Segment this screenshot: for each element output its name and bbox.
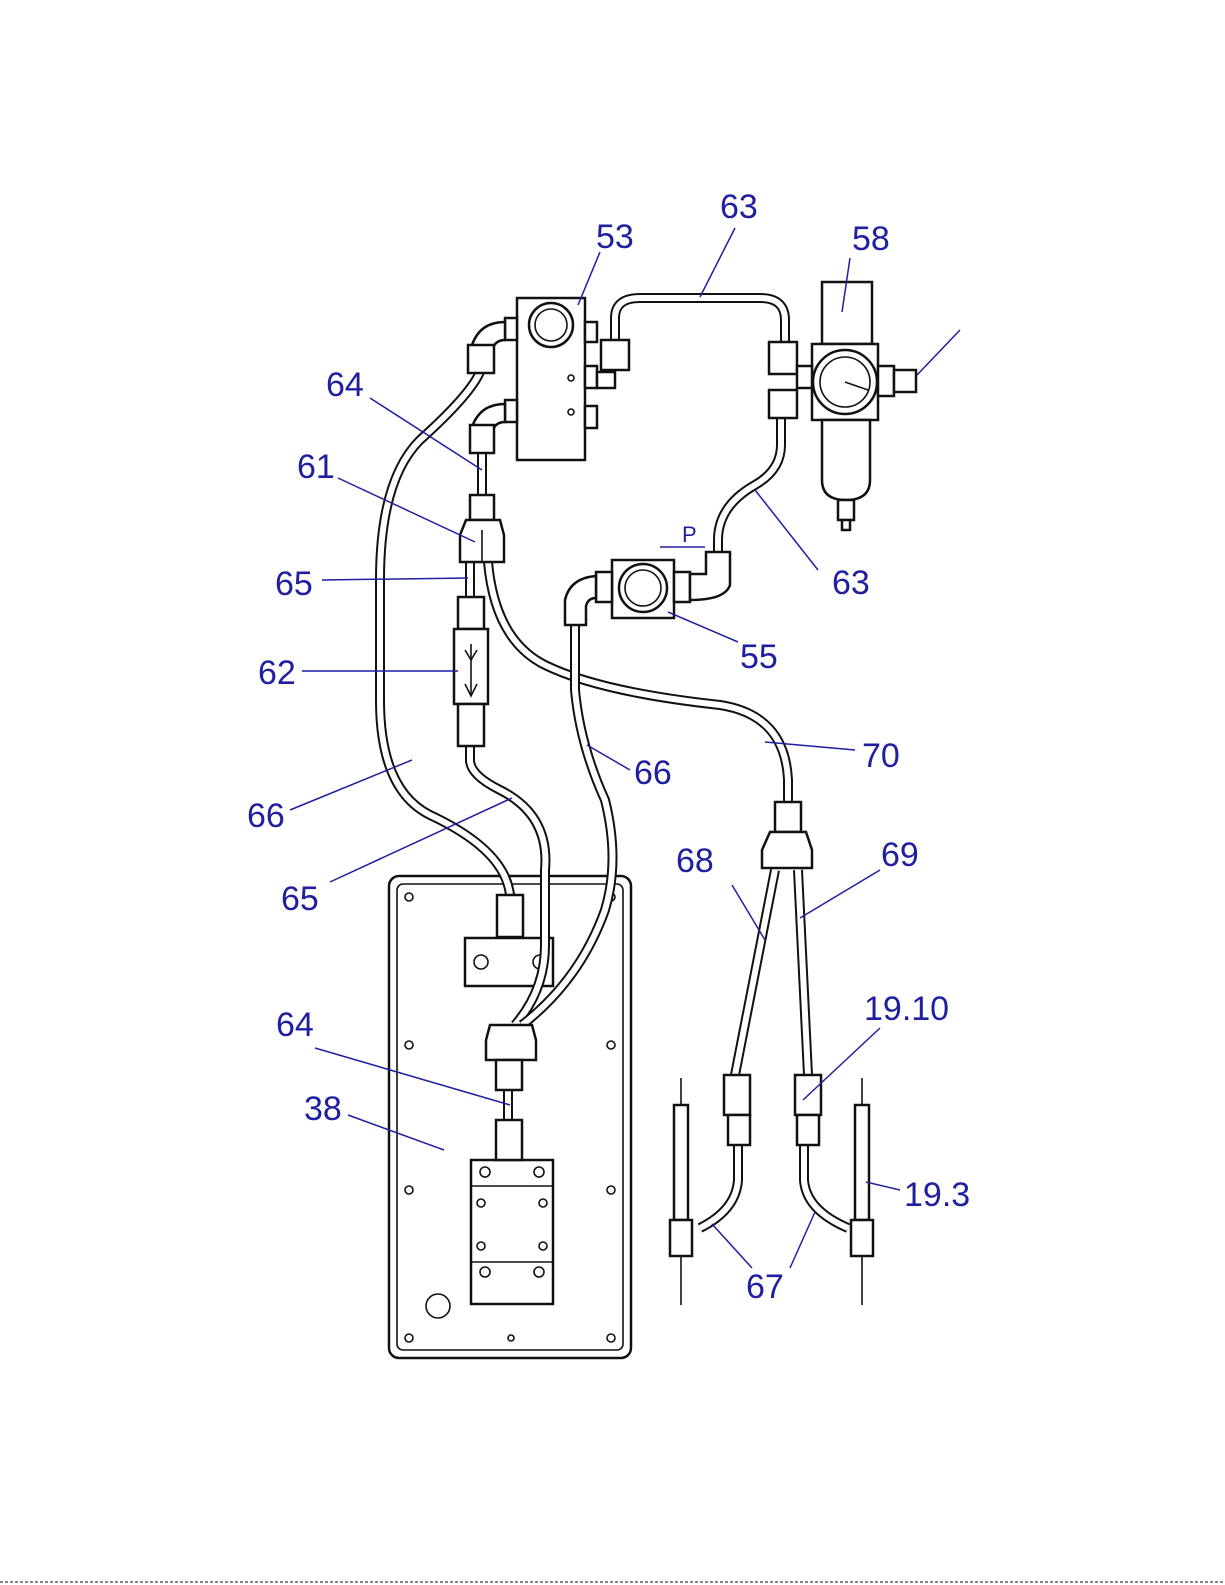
callout-70: 70 (862, 737, 900, 775)
callout-61: 61 (297, 448, 335, 486)
callout-19-3: 19.3 (904, 1176, 970, 1214)
callout-68: 68 (676, 842, 714, 880)
callout-63-right: 63 (832, 564, 870, 602)
callout-38: 38 (304, 1090, 342, 1128)
check-valve (454, 597, 488, 746)
tee-fitting-top (460, 495, 504, 562)
filter-regulator (769, 282, 960, 530)
callout-p: P (682, 522, 697, 547)
callout-66-mid: 66 (634, 754, 672, 792)
callout-64-low: 64 (276, 1006, 314, 1044)
callout-55: 55 (740, 638, 778, 676)
callout-65-low: 65 (281, 880, 319, 918)
callout-64-top: 64 (326, 366, 364, 404)
callout-62: 62 (258, 654, 296, 692)
callout-19-10: 19.10 (864, 990, 949, 1028)
callout-69: 69 (881, 836, 919, 874)
callout-53: 53 (596, 218, 634, 256)
callout-63-top: 63 (720, 188, 758, 226)
manifold-block (468, 298, 629, 460)
pressure-switch (565, 547, 730, 625)
callout-66-left: 66 (247, 797, 285, 835)
callout-58: 58 (852, 220, 890, 258)
callout-65-top: 65 (275, 565, 313, 603)
callout-67: 67 (746, 1268, 784, 1306)
